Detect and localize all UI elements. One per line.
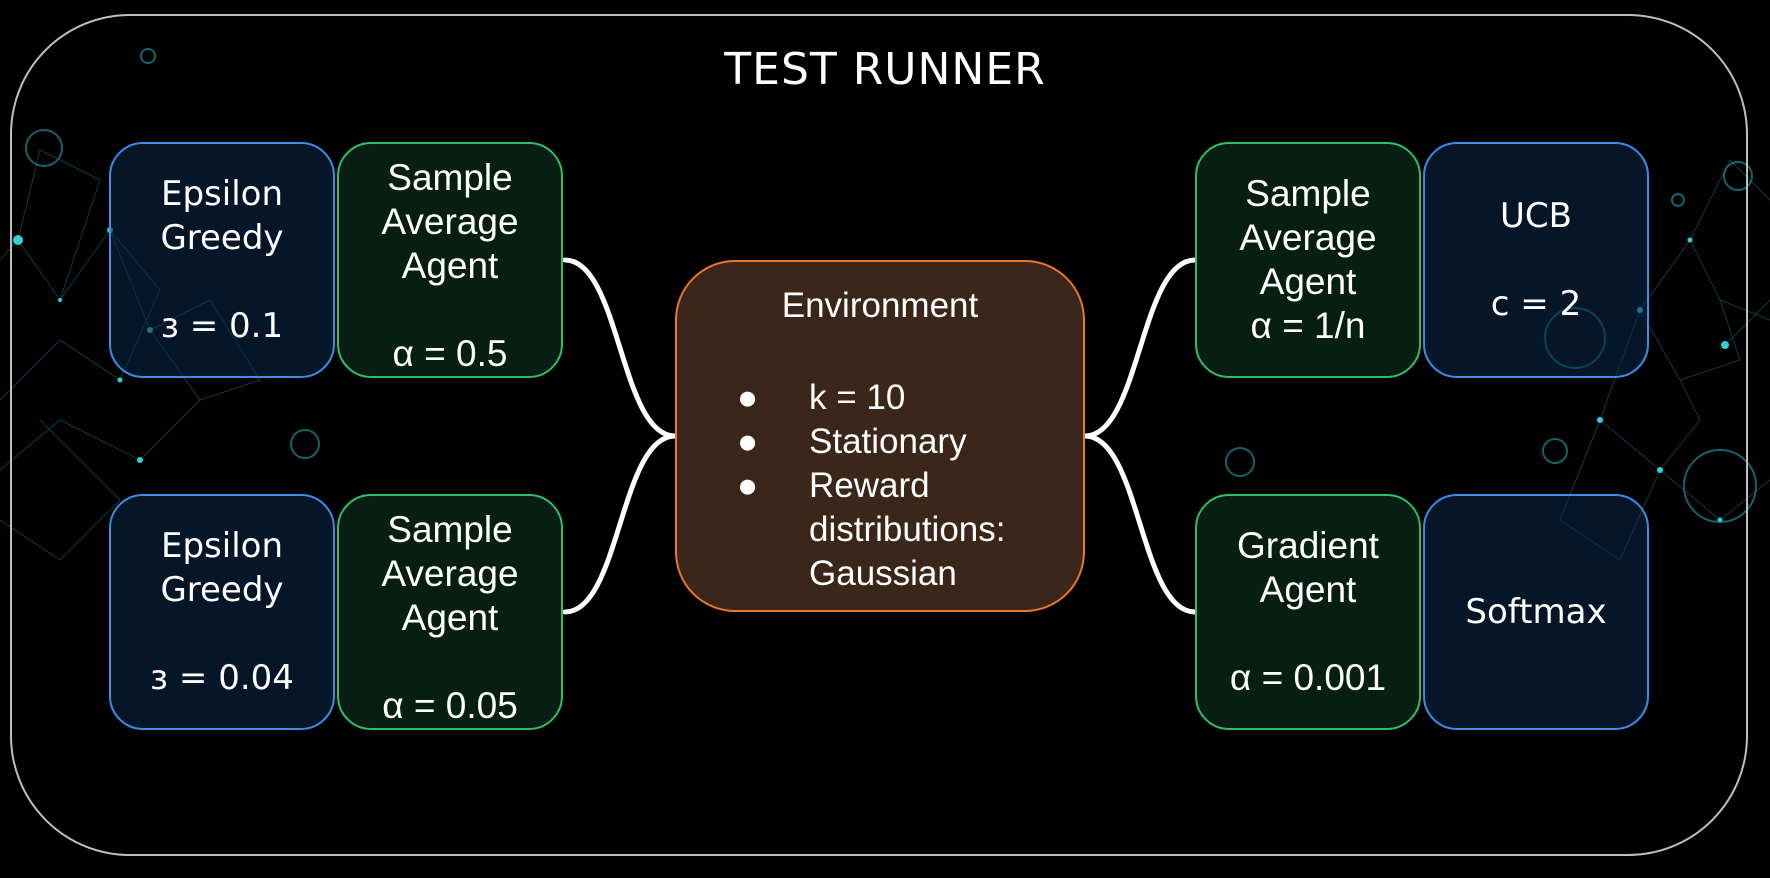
- environment-item-text: k = 10: [809, 378, 906, 417]
- agent-label-line3: Agent: [401, 245, 499, 286]
- agent-param: α = 1/n: [1250, 305, 1366, 346]
- agent-label-line2: Agent: [1259, 569, 1357, 610]
- environment-box: Environment ● k = 10 ● Stationary ● Rewa…: [675, 260, 1085, 612]
- policy-box-right-top: UCB c = 2: [1423, 142, 1649, 378]
- wire-right-top: [1082, 257, 1198, 439]
- agent-label-line1: Sample: [387, 509, 513, 550]
- agent-label-line2: Average: [381, 553, 519, 594]
- environment-item-text: Stationary: [809, 422, 967, 461]
- agent-param: α = 0.5: [392, 333, 508, 374]
- policy-name: Softmax: [1465, 592, 1607, 632]
- agent-label-line1: Gradient: [1237, 525, 1379, 566]
- wire-left-bottom: [562, 433, 678, 615]
- bullet-icon: ●: [737, 422, 759, 461]
- policy-box-left-top: Epsilon Greedy ɜ = 0.1: [109, 142, 335, 378]
- policy-param: ɜ = 0.1: [160, 306, 284, 346]
- environment-item-stationary: ● Stationary: [737, 420, 1005, 464]
- agent-box-right-top: Sample Average Agent α = 1/n: [1195, 142, 1421, 378]
- policy-name-line2: Greedy: [160, 570, 284, 610]
- environment-item-k: ● k = 10: [737, 376, 1005, 420]
- diagram-title: TEST RUNNER: [724, 44, 1046, 95]
- agent-label-line3: Agent: [1259, 261, 1357, 302]
- agent-param: α = 0.001: [1229, 657, 1387, 698]
- policy-param: c = 2: [1490, 284, 1582, 324]
- agent-box-left-top: Sample Average Agent α = 0.5: [337, 142, 563, 378]
- bullet-icon: ●: [737, 378, 759, 417]
- policy-box-left-bottom: Epsilon Greedy ɜ = 0.04: [109, 494, 335, 730]
- environment-item-text: Gaussian: [809, 554, 957, 593]
- agent-label-line1: Sample: [1245, 173, 1371, 214]
- wire-left-top: [562, 257, 678, 439]
- wire-right-bottom: [1082, 433, 1198, 615]
- agent-box-left-bottom: Sample Average Agent α = 0.05: [337, 494, 563, 730]
- agent-param: α = 0.05: [382, 685, 518, 726]
- agent-label-line2: Average: [1239, 217, 1377, 258]
- bullet-icon: ●: [737, 466, 759, 505]
- policy-name-line2: Greedy: [160, 218, 284, 258]
- policy-param: ɜ = 0.04: [150, 658, 294, 698]
- agent-box-right-bottom: Gradient Agent α = 0.001: [1195, 494, 1421, 730]
- agent-label-line1: Sample: [387, 157, 513, 198]
- policy-box-right-bottom: Softmax: [1423, 494, 1649, 730]
- policy-name-line1: Epsilon: [160, 526, 284, 566]
- environment-item-reward: ● Reward distributions: Gaussian: [737, 464, 1005, 596]
- agent-label-line3: Agent: [401, 597, 499, 638]
- environment-title: Environment: [781, 286, 979, 325]
- agent-label-line2: Average: [381, 201, 519, 242]
- environment-item-text: Reward: [809, 466, 930, 505]
- test-runner-frame: [10, 14, 1748, 856]
- policy-name: UCB: [1500, 196, 1572, 236]
- policy-name-line1: Epsilon: [160, 174, 284, 214]
- environment-item-text: distributions:: [809, 510, 1006, 549]
- environment-properties: ● k = 10 ● Stationary ● Reward distribut…: [737, 376, 1005, 596]
